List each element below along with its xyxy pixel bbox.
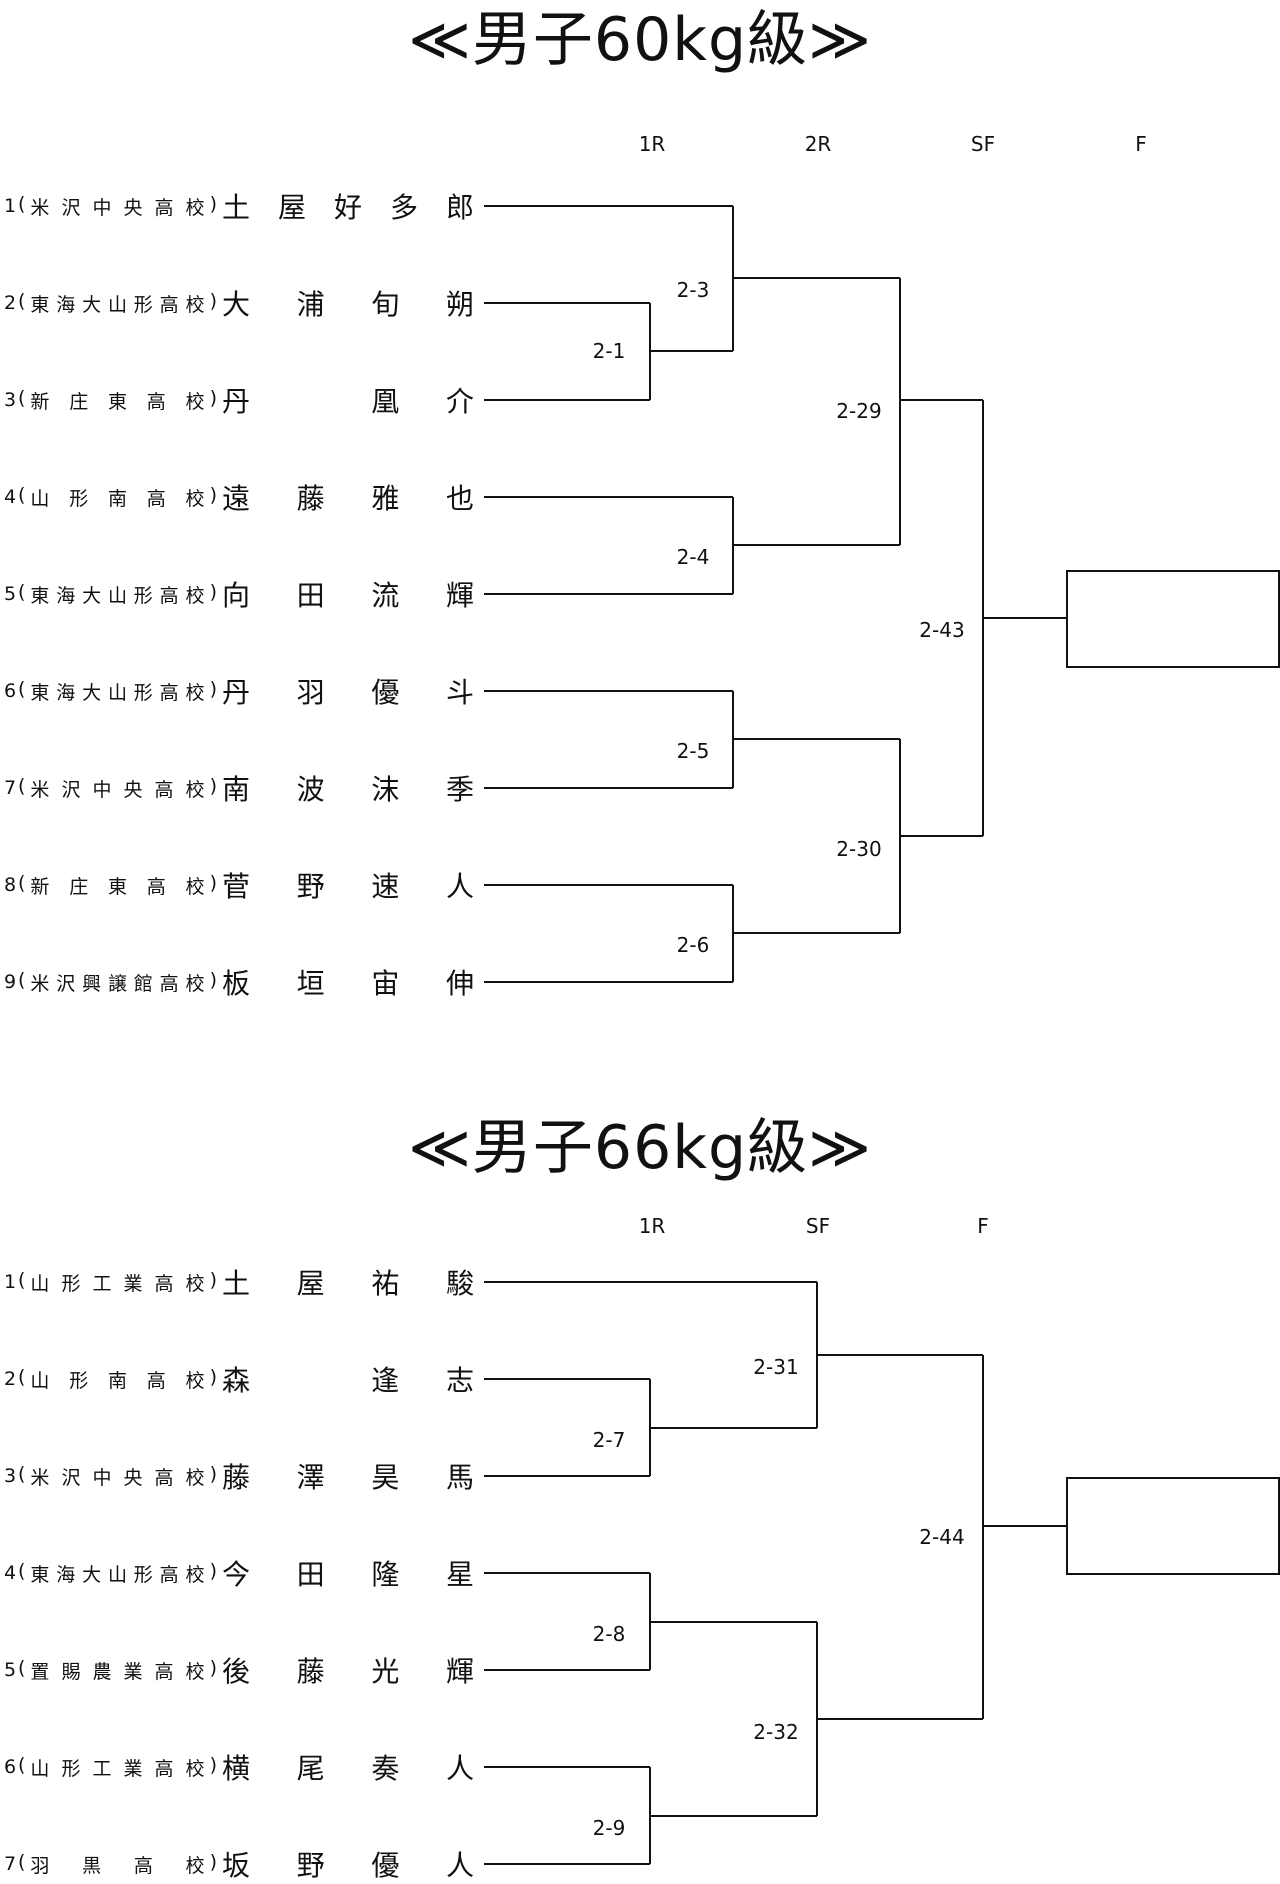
entry-name: 坂野優人 (222, 1849, 474, 1882)
match-number: 2-32 (753, 1720, 799, 1744)
match-number: 2-1 (592, 339, 626, 363)
entry-number: 6 (4, 1756, 17, 1778)
entry-number: 5 (4, 1659, 17, 1681)
bracket-title: ≪男子66kg級≫ (408, 1113, 872, 1183)
entry-number: 1 (4, 1271, 17, 1293)
bracket-title: ≪男子60kg級≫ (408, 5, 872, 75)
entry-number: 9 (4, 971, 17, 993)
round-label-f: F (977, 1214, 989, 1238)
entry-number: 2 (4, 1368, 17, 1390)
entry-name: 丹羽優斗 (222, 676, 474, 709)
match-number: 2-8 (592, 1622, 626, 1646)
entry-school: (置賜農業高校) (18, 1656, 218, 1683)
entry-number: 8 (4, 874, 17, 896)
entry-school: (山形工業高校) (18, 1753, 218, 1780)
match-number: 2-29 (836, 399, 882, 423)
match-number: 2-4 (676, 545, 710, 569)
entry-name: 藤澤昊馬 (222, 1461, 474, 1494)
entry-school: (米沢興譲館高校) (18, 968, 218, 995)
entry-number: 4 (4, 1562, 17, 1584)
entry-school: (東海大山形高校) (18, 677, 218, 704)
match-number: 2-3 (676, 278, 710, 302)
entry-name: 丹凰介 (222, 385, 474, 418)
round-label-sf: SF (805, 1214, 831, 1238)
entry-school: (東海大山形高校) (18, 289, 218, 316)
entry-school: (米沢中央高校) (18, 774, 218, 801)
round-label-2r: 2R (804, 132, 832, 156)
entry-name: 向田流輝 (222, 579, 474, 612)
entry-school: (新庄東高校) (18, 871, 218, 898)
round-label-f: F (1135, 132, 1147, 156)
entry-school: (山形南高校) (18, 483, 218, 510)
match-number: 2-5 (676, 739, 710, 763)
entry-school: (山形南高校) (18, 1365, 218, 1392)
entry-name: 大浦旬朔 (222, 288, 474, 321)
match-number: 2-43 (919, 618, 965, 642)
round-label-1r: 1R (638, 1214, 666, 1238)
entry-school: (羽黒高校) (18, 1850, 218, 1877)
entry-number: 7 (4, 777, 17, 799)
champion-box (1066, 570, 1280, 668)
entry-school: (新庄東高校) (18, 386, 218, 413)
entry-name: 横尾奏人 (222, 1752, 474, 1785)
entry-school: (山形工業高校) (18, 1268, 218, 1295)
entry-school: (米沢中央高校) (18, 192, 218, 219)
entry-name: 菅野速人 (222, 870, 474, 903)
entry-name: 後藤光輝 (222, 1655, 474, 1688)
entry-name: 南波沫季 (222, 773, 474, 806)
entry-name: 土屋好多郎 (222, 191, 474, 224)
match-number: 2-6 (676, 933, 710, 957)
entry-number: 6 (4, 680, 17, 702)
entry-name: 板垣宙伸 (222, 967, 474, 1000)
champion-box (1066, 1477, 1280, 1575)
entry-number: 5 (4, 583, 17, 605)
match-number: 2-7 (592, 1428, 626, 1452)
entry-name: 遠藤雅也 (222, 482, 474, 515)
entry-school: (米沢中央高校) (18, 1462, 218, 1489)
entry-school: (東海大山形高校) (18, 580, 218, 607)
entry-name: 今田隆星 (222, 1558, 474, 1591)
entry-school: (東海大山形高校) (18, 1559, 218, 1586)
match-number: 2-31 (753, 1355, 799, 1379)
entry-number: 4 (4, 486, 17, 508)
entry-name: 土屋祐駿 (222, 1267, 474, 1300)
entry-number: 3 (4, 1465, 17, 1487)
entry-name: 森逢志 (222, 1364, 474, 1397)
entry-number: 7 (4, 1853, 17, 1875)
round-label-1r: 1R (638, 132, 666, 156)
match-number: 2-44 (919, 1525, 965, 1549)
entry-number: 3 (4, 389, 17, 411)
round-label-sf: SF (970, 132, 996, 156)
match-number: 2-30 (836, 837, 882, 861)
match-number: 2-9 (592, 1816, 626, 1840)
entry-number: 1 (4, 195, 17, 217)
entry-number: 2 (4, 292, 17, 314)
